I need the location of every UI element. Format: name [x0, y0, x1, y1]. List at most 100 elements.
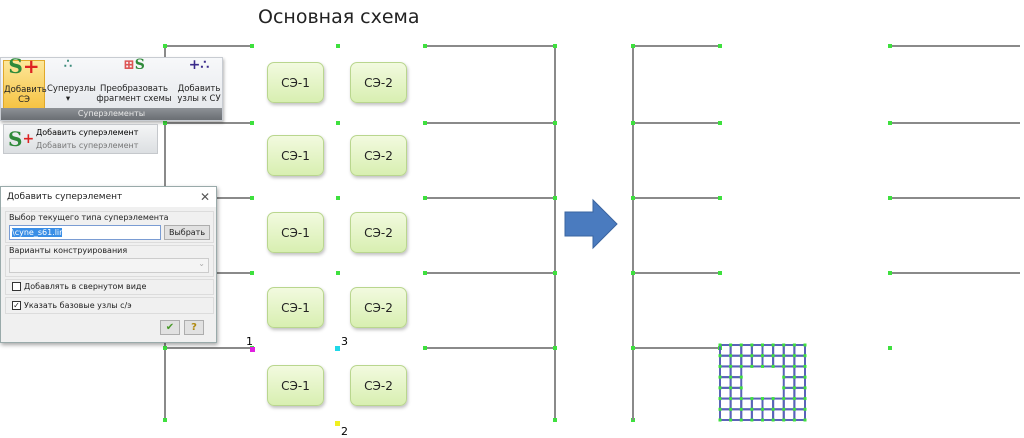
- superelement-block-se2[interactable]: СЭ-2: [350, 212, 407, 253]
- ok-button[interactable]: ✔: [160, 320, 180, 335]
- node-dot: [336, 121, 340, 125]
- mesh-element: [719, 408, 732, 421]
- node-label-1: 1: [246, 335, 253, 348]
- mesh-element: [729, 397, 743, 411]
- mesh-node: [782, 364, 786, 368]
- node-dot: [553, 271, 557, 275]
- node-dot: [553, 121, 557, 125]
- beam-line: [425, 272, 555, 274]
- mesh-node: [729, 343, 733, 347]
- mesh-node: [771, 397, 775, 401]
- node-dot: [553, 196, 557, 200]
- variants-label: Варианты конструирования: [9, 246, 128, 255]
- superelement-block-se1[interactable]: СЭ-1: [267, 62, 324, 103]
- mesh-node: [739, 343, 743, 347]
- superelement-block-se1[interactable]: СЭ-1: [267, 135, 324, 176]
- node-label-3: 3: [341, 335, 348, 348]
- superelement-block-se1[interactable]: СЭ-1: [267, 212, 324, 253]
- superelement-block-se1[interactable]: СЭ-1: [267, 365, 324, 406]
- beam-line: [425, 347, 555, 349]
- mesh-element: [729, 365, 743, 379]
- file-input[interactable]: \cyne_s61.lir: [9, 225, 161, 240]
- superelement-block-se1[interactable]: СЭ-1: [267, 287, 324, 328]
- mesh-element: [793, 344, 806, 357]
- mesh-element: [772, 354, 785, 368]
- node-dot: [423, 346, 427, 350]
- add-se-button[interactable]: S+ Добавить СЭ: [3, 56, 47, 109]
- mesh-node: [792, 375, 796, 379]
- mesh-element: [772, 397, 785, 411]
- menu-item-hint: Добавить суперэлемент: [36, 141, 139, 150]
- mesh-element: [719, 397, 732, 411]
- mesh-element: [782, 386, 796, 400]
- node-dot: [631, 271, 635, 275]
- mesh-element: [782, 354, 796, 368]
- add-superelement-dialog: Добавить суперэлемент✕ Выбор текущего ти…: [0, 186, 217, 343]
- mesh-node: [718, 397, 722, 401]
- node-dot: [250, 196, 254, 200]
- node-dot: [631, 121, 635, 125]
- superelement-block-se2[interactable]: СЭ-2: [350, 62, 407, 103]
- collapsed-checkbox[interactable]: Добавлять в свернутом виде: [5, 279, 214, 295]
- close-icon[interactable]: ✕: [199, 190, 210, 204]
- mesh-node: [718, 354, 722, 358]
- add-superelement-menu-item[interactable]: S+ Добавить суперэлемент Добавить суперэ…: [3, 124, 158, 154]
- mesh-node: [771, 418, 775, 422]
- mesh-node: [718, 386, 722, 390]
- arrow-right-icon: [564, 198, 618, 250]
- mesh-node: [761, 407, 764, 411]
- node-2[interactable]: [335, 421, 340, 426]
- mesh-element: [729, 376, 743, 389]
- superelement-block-se2[interactable]: СЭ-2: [350, 135, 407, 176]
- mesh-element: [761, 344, 775, 357]
- mesh-node: [750, 343, 754, 347]
- node-dot: [718, 271, 722, 275]
- mesh-element: [793, 365, 806, 379]
- mesh-node: [761, 364, 764, 368]
- node-3[interactable]: [335, 346, 340, 351]
- choose-button[interactable]: Выбрать: [164, 225, 210, 240]
- node-dot: [631, 196, 635, 200]
- mesh-element: [740, 408, 753, 421]
- mesh-element: [761, 354, 775, 368]
- mesh-node: [739, 397, 743, 401]
- mesh-element: [750, 354, 764, 368]
- ribbon-superelements: S+ Добавить СЭ ∴ Суперузлы▾ ⊞S Преобразо…: [0, 56, 223, 121]
- mesh-node: [803, 407, 807, 411]
- node-dot: [163, 418, 167, 422]
- mesh-node: [750, 418, 754, 422]
- mesh-element: [782, 408, 796, 421]
- mesh-element: [750, 344, 764, 357]
- mesh-node: [792, 386, 796, 390]
- node-dot: [631, 346, 635, 350]
- mesh-element: [793, 408, 806, 421]
- node-dot: [888, 196, 892, 200]
- variants-select[interactable]: ⌄: [9, 258, 209, 273]
- mesh-node: [739, 375, 743, 379]
- mesh-node: [792, 354, 796, 358]
- mesh-node: [750, 364, 754, 368]
- transform-fragment-button[interactable]: ⊞S Преобразовать фрагмент схемы: [96, 57, 172, 104]
- node-dot: [888, 271, 892, 275]
- mesh-node: [792, 364, 796, 368]
- mesh-element: [793, 386, 806, 400]
- mesh-node: [739, 418, 743, 422]
- mesh-node: [739, 386, 743, 390]
- mesh-node: [782, 354, 786, 358]
- superelement-block-se2[interactable]: СЭ-2: [350, 365, 407, 406]
- type-label: Выбор текущего типа суперэлемента: [9, 213, 169, 222]
- mesh-element: [793, 376, 806, 389]
- help-button[interactable]: ?: [184, 320, 204, 335]
- mesh-element: [782, 344, 796, 357]
- beam-line: [633, 197, 720, 199]
- mesh-node: [761, 343, 764, 347]
- add-nodes-to-su-button[interactable]: +∴ Добавить узлы к СУ: [177, 57, 221, 104]
- mesh-element: [740, 397, 753, 411]
- superelement-block-se2[interactable]: СЭ-2: [350, 287, 407, 328]
- node-dot: [631, 44, 635, 48]
- mesh-node: [782, 375, 786, 379]
- base-nodes-checkbox[interactable]: ✓Указать базовые узлы с/э: [5, 297, 214, 314]
- node-dot: [423, 196, 427, 200]
- node-1[interactable]: [250, 347, 255, 352]
- supernodes-button[interactable]: ∴ Суперузлы▾: [47, 57, 96, 104]
